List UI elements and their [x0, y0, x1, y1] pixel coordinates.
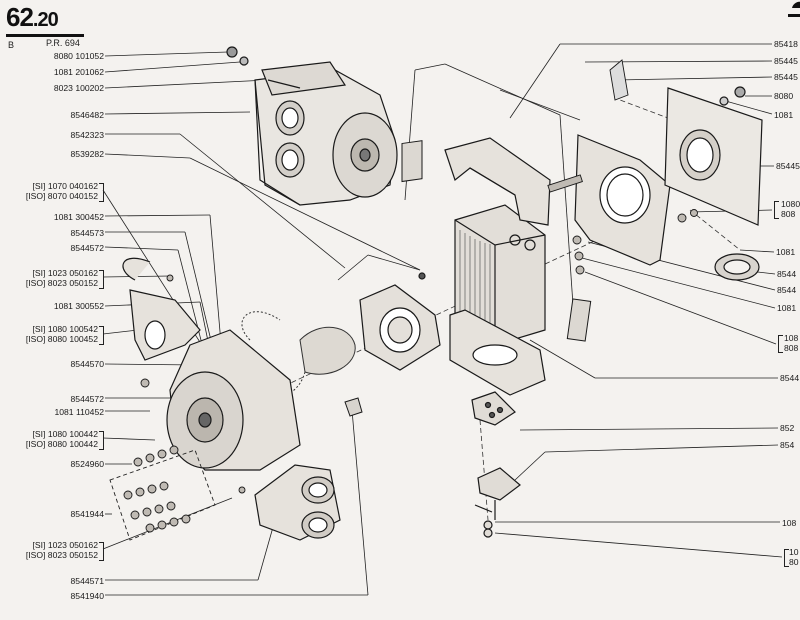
- part-label-right: 85445: [774, 72, 798, 82]
- part-label-left: 8544570: [70, 359, 104, 369]
- fan-housing: [166, 329, 301, 471]
- air-distributor: [359, 272, 441, 371]
- part-label-right: 1081: [777, 303, 797, 313]
- part-label-left: 8023 100202: [53, 83, 104, 93]
- next-page-mark: [788, 1, 800, 17]
- part-label-left: 8524960: [70, 459, 104, 469]
- part-label-left: 8542323: [70, 130, 104, 140]
- blower-motor: [241, 311, 356, 397]
- part-label-left: 8546482: [70, 110, 104, 120]
- foam-seal-strips: [401, 140, 592, 342]
- part-label-left: 8080 101052: [53, 51, 104, 61]
- part-label-left: 8544573: [70, 228, 104, 238]
- part-label-right: 8544: [780, 373, 800, 383]
- label-brace: [99, 270, 104, 289]
- part-label-left: 8539282: [70, 149, 104, 159]
- part-label-right: 1080: [781, 199, 800, 209]
- part-label-pair: [SI] 1080 100542: [32, 324, 98, 334]
- section-letter: B: [8, 40, 15, 50]
- part-label-pair: [SI] 1023 050162: [32, 540, 98, 550]
- hardware-kit-outline: [109, 449, 216, 541]
- spring-clip: [344, 397, 363, 417]
- mounting-plate: [664, 86, 763, 226]
- part-label-pair: [ISO] 8023 050152: [25, 278, 98, 288]
- part-label-pair: [ISO] 8023 050152: [25, 550, 98, 560]
- part-label-left: 8541944: [70, 509, 104, 519]
- part-label-right: 808: [784, 343, 799, 353]
- bolts-and-nuts: [123, 274, 246, 533]
- part-label-left: 8544572: [70, 243, 104, 253]
- upper-duct-cover: [444, 137, 551, 226]
- label-brace: [778, 335, 783, 353]
- water-valve: [471, 391, 521, 538]
- small-fasteners: [547, 59, 698, 275]
- part-label-right: 854: [780, 440, 795, 450]
- part-label-pair: [ISO] 8080 100452: [25, 334, 98, 344]
- leader-lines: [102, 43, 783, 596]
- part-label-left: 8541940: [70, 591, 104, 601]
- part-label-right: 108: [784, 333, 799, 343]
- label-brace: [99, 183, 104, 202]
- part-label-left: 1081 110452: [54, 407, 104, 417]
- pr-reference: P.R. 694: [46, 38, 80, 48]
- part-label-left: 1081 201062: [53, 67, 104, 77]
- part-label-pair: [SI] 1023 050162: [32, 268, 98, 278]
- part-label-right: 8080: [774, 91, 794, 101]
- mounting-bracket: [122, 257, 201, 361]
- twin-outlet-duct: [254, 464, 341, 541]
- label-brace: [774, 201, 779, 219]
- label-brace: [99, 431, 104, 450]
- part-label-left: 8544571: [70, 576, 104, 586]
- part-label-right: 1081: [774, 110, 794, 120]
- part-label-right: 808: [781, 209, 796, 219]
- part-label-pair: [ISO] 8070 040152: [25, 191, 98, 201]
- part-label-left: 8544572: [70, 394, 104, 404]
- label-brace: [784, 549, 789, 567]
- part-label-right: 852: [780, 423, 795, 433]
- part-label-right: 1081: [776, 247, 796, 257]
- part-label-pair: [ISO] 8080 100442: [25, 439, 98, 449]
- part-label-pair: [SI] 1070 040162: [32, 181, 98, 191]
- part-label-right: 85445: [774, 56, 798, 66]
- part-label-right: 10: [789, 547, 799, 557]
- part-label-pair: [SI] 1080 100442: [32, 429, 98, 439]
- part-label-left: 1081 300452: [53, 212, 104, 222]
- lower-duct-frame: [449, 309, 546, 396]
- header-rule: [6, 34, 84, 37]
- part-label-right: 108: [782, 518, 797, 528]
- part-label-right: 8544: [777, 285, 797, 295]
- part-label-right: 85445: [776, 161, 800, 171]
- part-label-right: 85418: [774, 39, 798, 49]
- duct-adaptor-frame: [574, 134, 671, 266]
- gasket-ring: [714, 253, 760, 281]
- part-label-right: 80: [789, 557, 799, 567]
- part-label-right: 8544: [777, 269, 797, 279]
- part-label-left: 1081 300552: [53, 301, 104, 311]
- blower-housing: [226, 46, 398, 206]
- label-brace: [99, 326, 104, 345]
- label-brace: [99, 542, 104, 561]
- page-number: 62.20: [6, 2, 59, 32]
